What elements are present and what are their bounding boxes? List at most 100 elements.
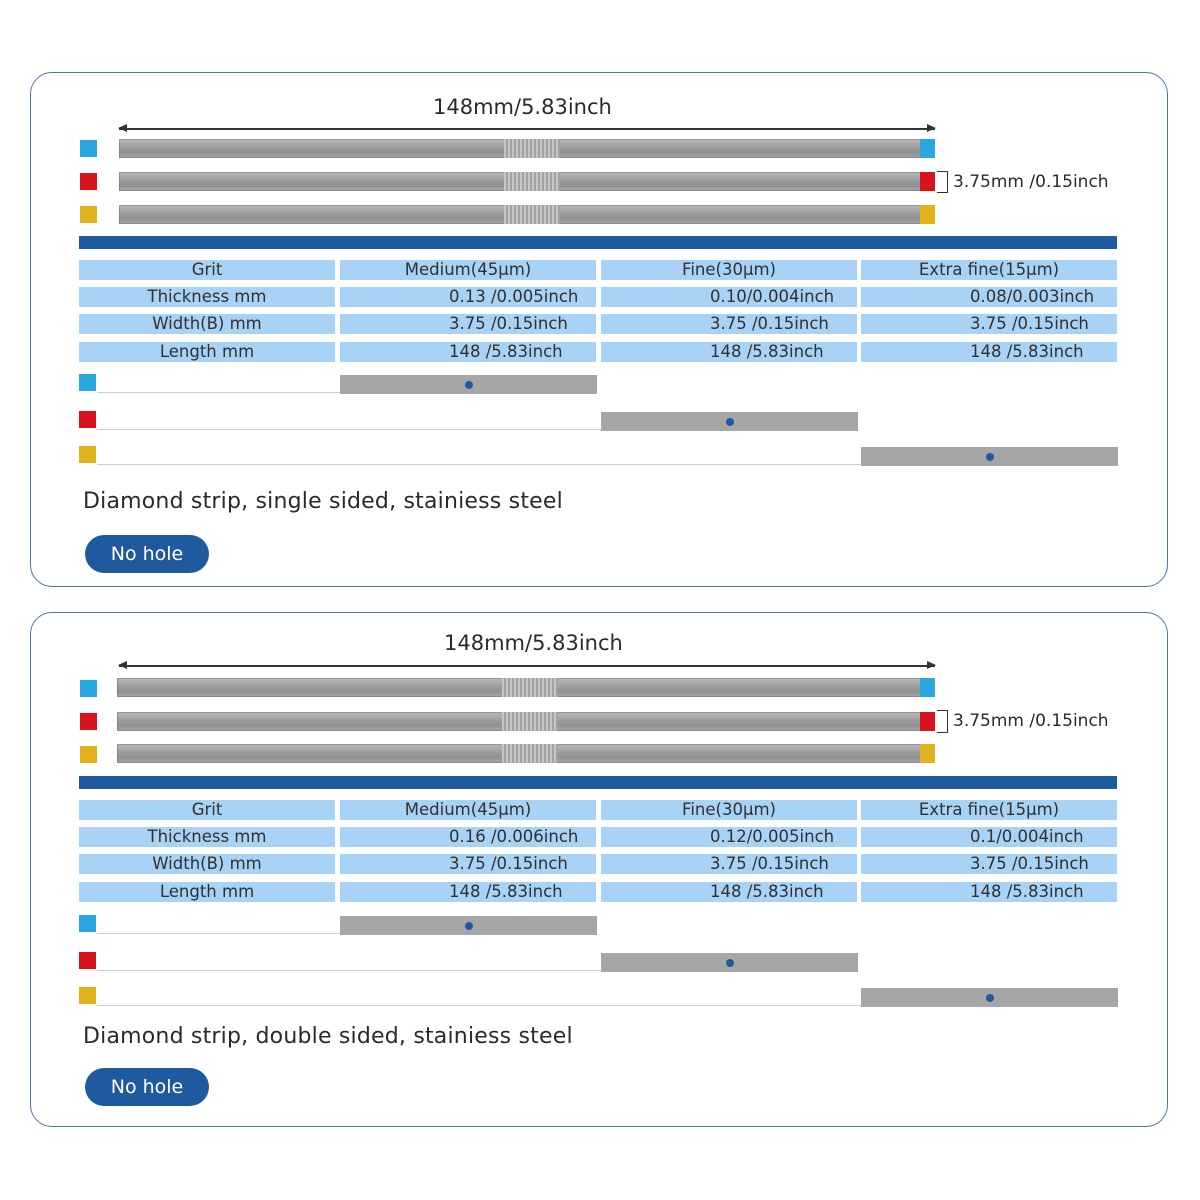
yellow-color-swatch [79, 446, 96, 463]
grit-header: Grit [79, 260, 335, 280]
diamond-strip-extra-fine [119, 205, 935, 224]
strip-end-cap-red [920, 712, 935, 731]
row-label: Length mm [79, 342, 335, 362]
medium-value: 0.16 /0.006inch [340, 827, 596, 847]
length-dimension-label: 148mm/5.83inch [444, 631, 623, 655]
strip-center-section [502, 678, 558, 697]
no-hole-dot-icon [464, 380, 473, 389]
product-panel-single-sided: 148mm/5.83inch 3.75mm /0.15inch Grit Med… [30, 72, 1168, 587]
yellow-color-swatch [80, 746, 97, 763]
fine-header: Fine(30μm) [601, 260, 857, 280]
product-panel-double-sided: 148mm/5.83inch 3.75mm /0.15inch Grit Med… [30, 612, 1168, 1127]
row-label: Width(B) mm [79, 854, 335, 874]
extra-fine-value: 3.75 /0.15inch [861, 854, 1117, 874]
grit-indicator-extra-fine [79, 987, 1119, 1007]
extra-fine-value: 148 /5.83inch [861, 342, 1117, 362]
fine-value: 3.75 /0.15inch [601, 314, 857, 334]
red-color-swatch [79, 411, 96, 428]
strip-end-cap-red [920, 172, 935, 191]
grit-indicator-fine [79, 411, 1119, 431]
no-hole-badge: No hole [85, 1068, 209, 1106]
indicator-line [97, 933, 340, 934]
section-divider-bar [79, 776, 1117, 789]
spec-table-header-row: Grit Medium(45μm) Fine(30μm) Extra fine(… [79, 260, 1119, 280]
product-description: Diamond strip, double sided, stainiess s… [83, 1024, 573, 1049]
length-dimension-arrow [118, 662, 936, 668]
yellow-color-swatch [80, 206, 97, 223]
width-dimension-label: 3.75mm /0.15inch [953, 711, 1109, 731]
fine-value: 0.12/0.005inch [601, 827, 857, 847]
extra-fine-value: 0.08/0.003inch [861, 287, 1117, 307]
no-hole-dot-icon [725, 958, 734, 967]
cyan-color-swatch [79, 374, 96, 391]
cyan-color-swatch [79, 915, 96, 932]
no-hole-dot-icon [985, 993, 994, 1002]
row-label: Length mm [79, 882, 335, 902]
strip-profile-bar [601, 953, 858, 972]
diamond-strip-medium [117, 678, 935, 697]
indicator-line [97, 392, 340, 393]
width-dimension-bracket [937, 710, 948, 733]
yellow-color-swatch [79, 987, 96, 1004]
strip-center-section [504, 139, 560, 158]
spec-table-row-thickness: Thickness mm 0.16 /0.006inch 0.12/0.005i… [79, 827, 1119, 847]
extra-fine-header: Extra fine(15μm) [861, 260, 1117, 280]
cyan-color-swatch [80, 680, 97, 697]
fine-value: 0.10/0.004inch [601, 287, 857, 307]
no-hole-dot-icon [464, 921, 473, 930]
spec-table-row-width: Width(B) mm 3.75 /0.15inch 3.75 /0.15inc… [79, 854, 1119, 874]
red-color-swatch [79, 952, 96, 969]
extra-fine-header: Extra fine(15μm) [861, 800, 1117, 820]
strip-profile-bar [601, 412, 858, 431]
red-color-swatch [80, 713, 97, 730]
spec-table-row-length: Length mm 148 /5.83inch 148 /5.83inch 14… [79, 342, 1119, 362]
fine-value: 3.75 /0.15inch [601, 854, 857, 874]
no-hole-badge: No hole [85, 535, 209, 573]
medium-value: 3.75 /0.15inch [340, 854, 596, 874]
strip-end-cap-cyan [920, 139, 935, 158]
length-dimension-arrow [118, 125, 936, 131]
spec-table-header-row: Grit Medium(45μm) Fine(30μm) Extra fine(… [79, 800, 1119, 820]
indicator-line [97, 1005, 861, 1006]
strip-profile-bar [340, 375, 597, 394]
row-label: Thickness mm [79, 827, 335, 847]
medium-value: 148 /5.83inch [340, 342, 596, 362]
medium-value: 148 /5.83inch [340, 882, 596, 902]
strip-end-cap-yellow [920, 744, 935, 763]
no-hole-dot-icon [985, 452, 994, 461]
medium-value: 0.13 /0.005inch [340, 287, 596, 307]
strip-center-section [502, 712, 558, 731]
red-color-swatch [80, 173, 97, 190]
strip-profile-bar [861, 988, 1118, 1007]
strip-profile-bar [861, 447, 1118, 466]
strip-center-section [502, 744, 558, 763]
extra-fine-value: 148 /5.83inch [861, 882, 1117, 902]
diamond-strip-fine [119, 172, 935, 191]
extra-fine-value: 3.75 /0.15inch [861, 314, 1117, 334]
row-label: Thickness mm [79, 287, 335, 307]
strip-end-cap-yellow [920, 205, 935, 224]
extra-fine-value: 0.1/0.004inch [861, 827, 1117, 847]
grit-indicator-fine [79, 952, 1119, 972]
grit-indicator-extra-fine [79, 446, 1119, 466]
length-dimension-label: 148mm/5.83inch [433, 95, 612, 119]
spec-table-row-width: Width(B) mm 3.75 /0.15inch 3.75 /0.15inc… [79, 314, 1119, 334]
grit-indicator-medium [79, 915, 1119, 935]
cyan-color-swatch [80, 140, 97, 157]
indicator-line [97, 429, 601, 430]
fine-value: 148 /5.83inch [601, 342, 857, 362]
strip-center-section [504, 205, 560, 224]
strip-end-cap-cyan [920, 678, 935, 697]
medium-value: 3.75 /0.15inch [340, 314, 596, 334]
fine-value: 148 /5.83inch [601, 882, 857, 902]
grit-indicator-medium [79, 374, 1119, 394]
product-description: Diamond strip, single sided, stainiess s… [83, 489, 563, 514]
spec-table-row-length: Length mm 148 /5.83inch 148 /5.83inch 14… [79, 882, 1119, 902]
diamond-strip-extra-fine [117, 744, 935, 763]
width-dimension-label: 3.75mm /0.15inch [953, 172, 1109, 192]
medium-header: Medium(45μm) [340, 260, 596, 280]
width-dimension-bracket [937, 171, 948, 193]
diamond-strip-fine [117, 712, 935, 731]
strip-profile-bar [340, 916, 597, 935]
indicator-line [97, 970, 601, 971]
